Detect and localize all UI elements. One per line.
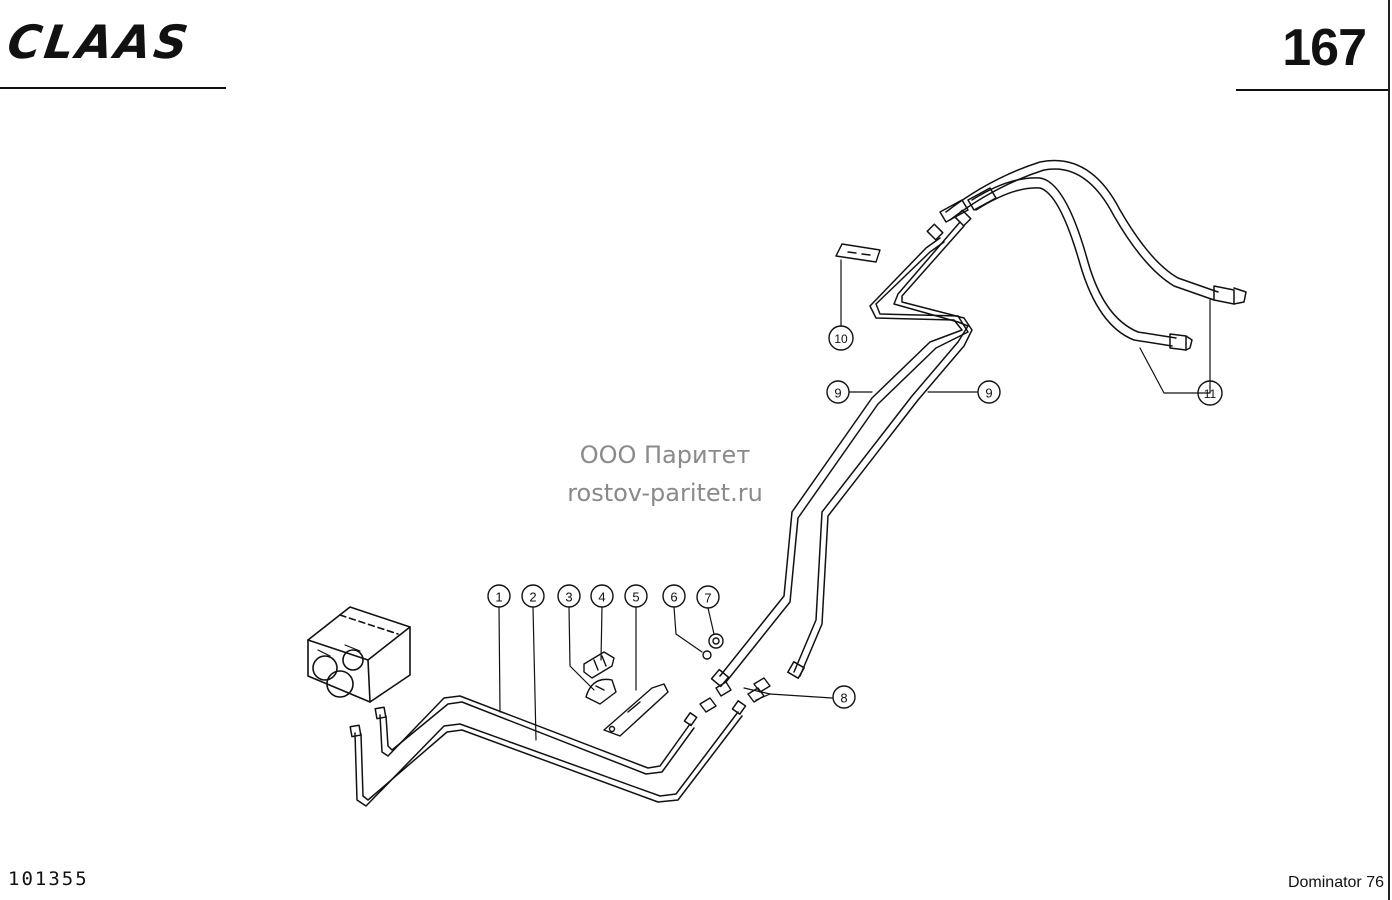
callout-4: 4 xyxy=(598,590,605,605)
bracket-part-4 xyxy=(583,651,615,679)
page-number: 167 xyxy=(1282,19,1367,77)
callout-2: 2 xyxy=(529,590,536,605)
plate-part-10 xyxy=(835,243,881,263)
callout-circles xyxy=(487,325,1223,709)
pipe-9-left xyxy=(710,223,969,688)
watermark-url: rostov-paritet.ru xyxy=(567,479,763,507)
washer-part-6 xyxy=(702,650,712,660)
document-number: 101355 xyxy=(8,868,89,890)
callout-10: 10 xyxy=(834,332,848,346)
callout-9-left: 9 xyxy=(834,386,841,401)
valve-block xyxy=(307,606,411,703)
clamp-part-3 xyxy=(585,678,617,705)
callout-11: 11 xyxy=(1204,387,1217,401)
callout-6: 6 xyxy=(670,590,677,605)
pipe-1 xyxy=(374,695,698,775)
nut-part-7 xyxy=(708,633,724,649)
strap-part-5 xyxy=(603,683,669,737)
sheet-right-border xyxy=(1388,0,1390,900)
watermark: ООО Паритет rostov-paritet.ru xyxy=(545,436,785,512)
hoses-11 xyxy=(939,159,1247,351)
callout-3: 3 xyxy=(565,590,572,605)
header-rule-right xyxy=(1236,89,1390,91)
model-name: Dominator 76 xyxy=(1287,874,1384,891)
pipe-2 xyxy=(349,700,747,807)
leader-lines xyxy=(498,259,1211,741)
watermark-company: ООО Паритет xyxy=(579,441,751,469)
pipe-9-right xyxy=(787,209,973,679)
callout-8: 8 xyxy=(840,691,847,706)
callout-9-right: 9 xyxy=(985,386,992,401)
header-rule-left xyxy=(0,87,226,89)
callout-5: 5 xyxy=(632,590,639,605)
callout-7: 7 xyxy=(704,591,711,606)
union-fittings-8 xyxy=(699,677,771,713)
callout-1: 1 xyxy=(495,590,502,605)
